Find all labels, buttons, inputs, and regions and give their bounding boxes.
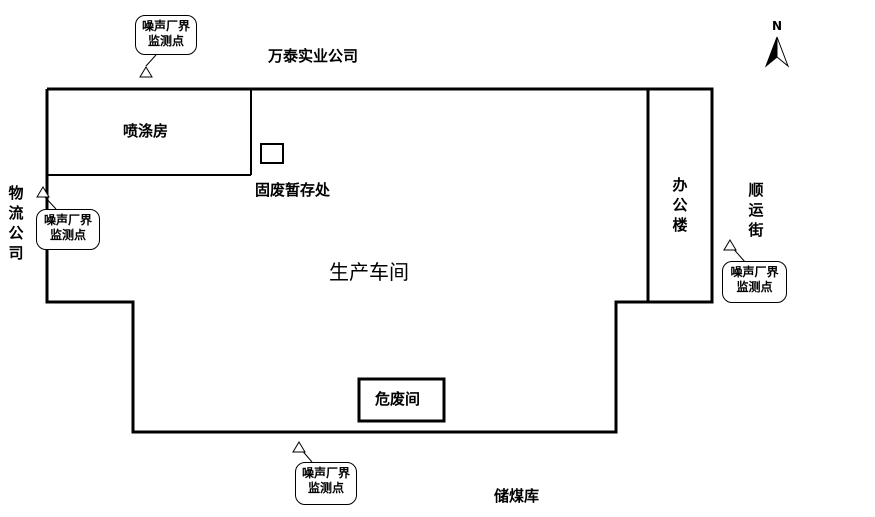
hazardous-waste-room-label: 危废间 [375,390,421,408]
neighbor-south-label: 储煤库 [494,487,540,505]
callout-tail-north [145,54,157,67]
noise-monitor-callout-south: 噪声厂界 监测点 [295,462,357,505]
production-workshop-label: 生产车间 [329,260,409,284]
factory-outline [45,87,714,434]
paint-room-label: 喷涤房 [123,122,169,140]
callout-line2: 监测点 [49,228,86,242]
neighbor-east-label: 顺运街 [748,181,764,239]
neighbor-north-label: 万泰实业公司 [268,47,359,65]
monitor-point-south-icon [292,441,306,453]
monitor-point-west-icon [36,186,50,198]
callout-line2: 监测点 [147,34,184,48]
hazardous-waste-room [357,377,446,423]
noise-monitor-callout-west: 噪声厂界 监测点 [36,209,100,250]
monitor-point-north-icon [139,66,153,78]
callout-line1: 噪声厂界 [43,213,92,227]
compass-arrow-icon [764,36,790,68]
callout-line2: 监测点 [307,481,344,495]
callout-line1: 噪声厂界 [730,265,779,279]
solid-waste-box [260,143,284,164]
office-building-label: 办公楼 [672,176,688,234]
solid-waste-storage-label: 固废暂存处 [255,181,331,199]
monitor-point-east-icon [723,239,737,251]
callout-line1: 噪声厂界 [141,19,190,33]
callout-line2: 监测点 [736,280,773,294]
noise-monitor-callout-east: 噪声厂界 监测点 [722,261,787,303]
noise-monitor-callout-north: 噪声厂界 监测点 [135,15,197,55]
neighbor-west-label: 物流公司 [8,184,24,262]
callout-line1: 噪声厂界 [301,466,350,480]
compass-north-label: N [772,19,783,33]
callout-tail-west [43,195,57,210]
